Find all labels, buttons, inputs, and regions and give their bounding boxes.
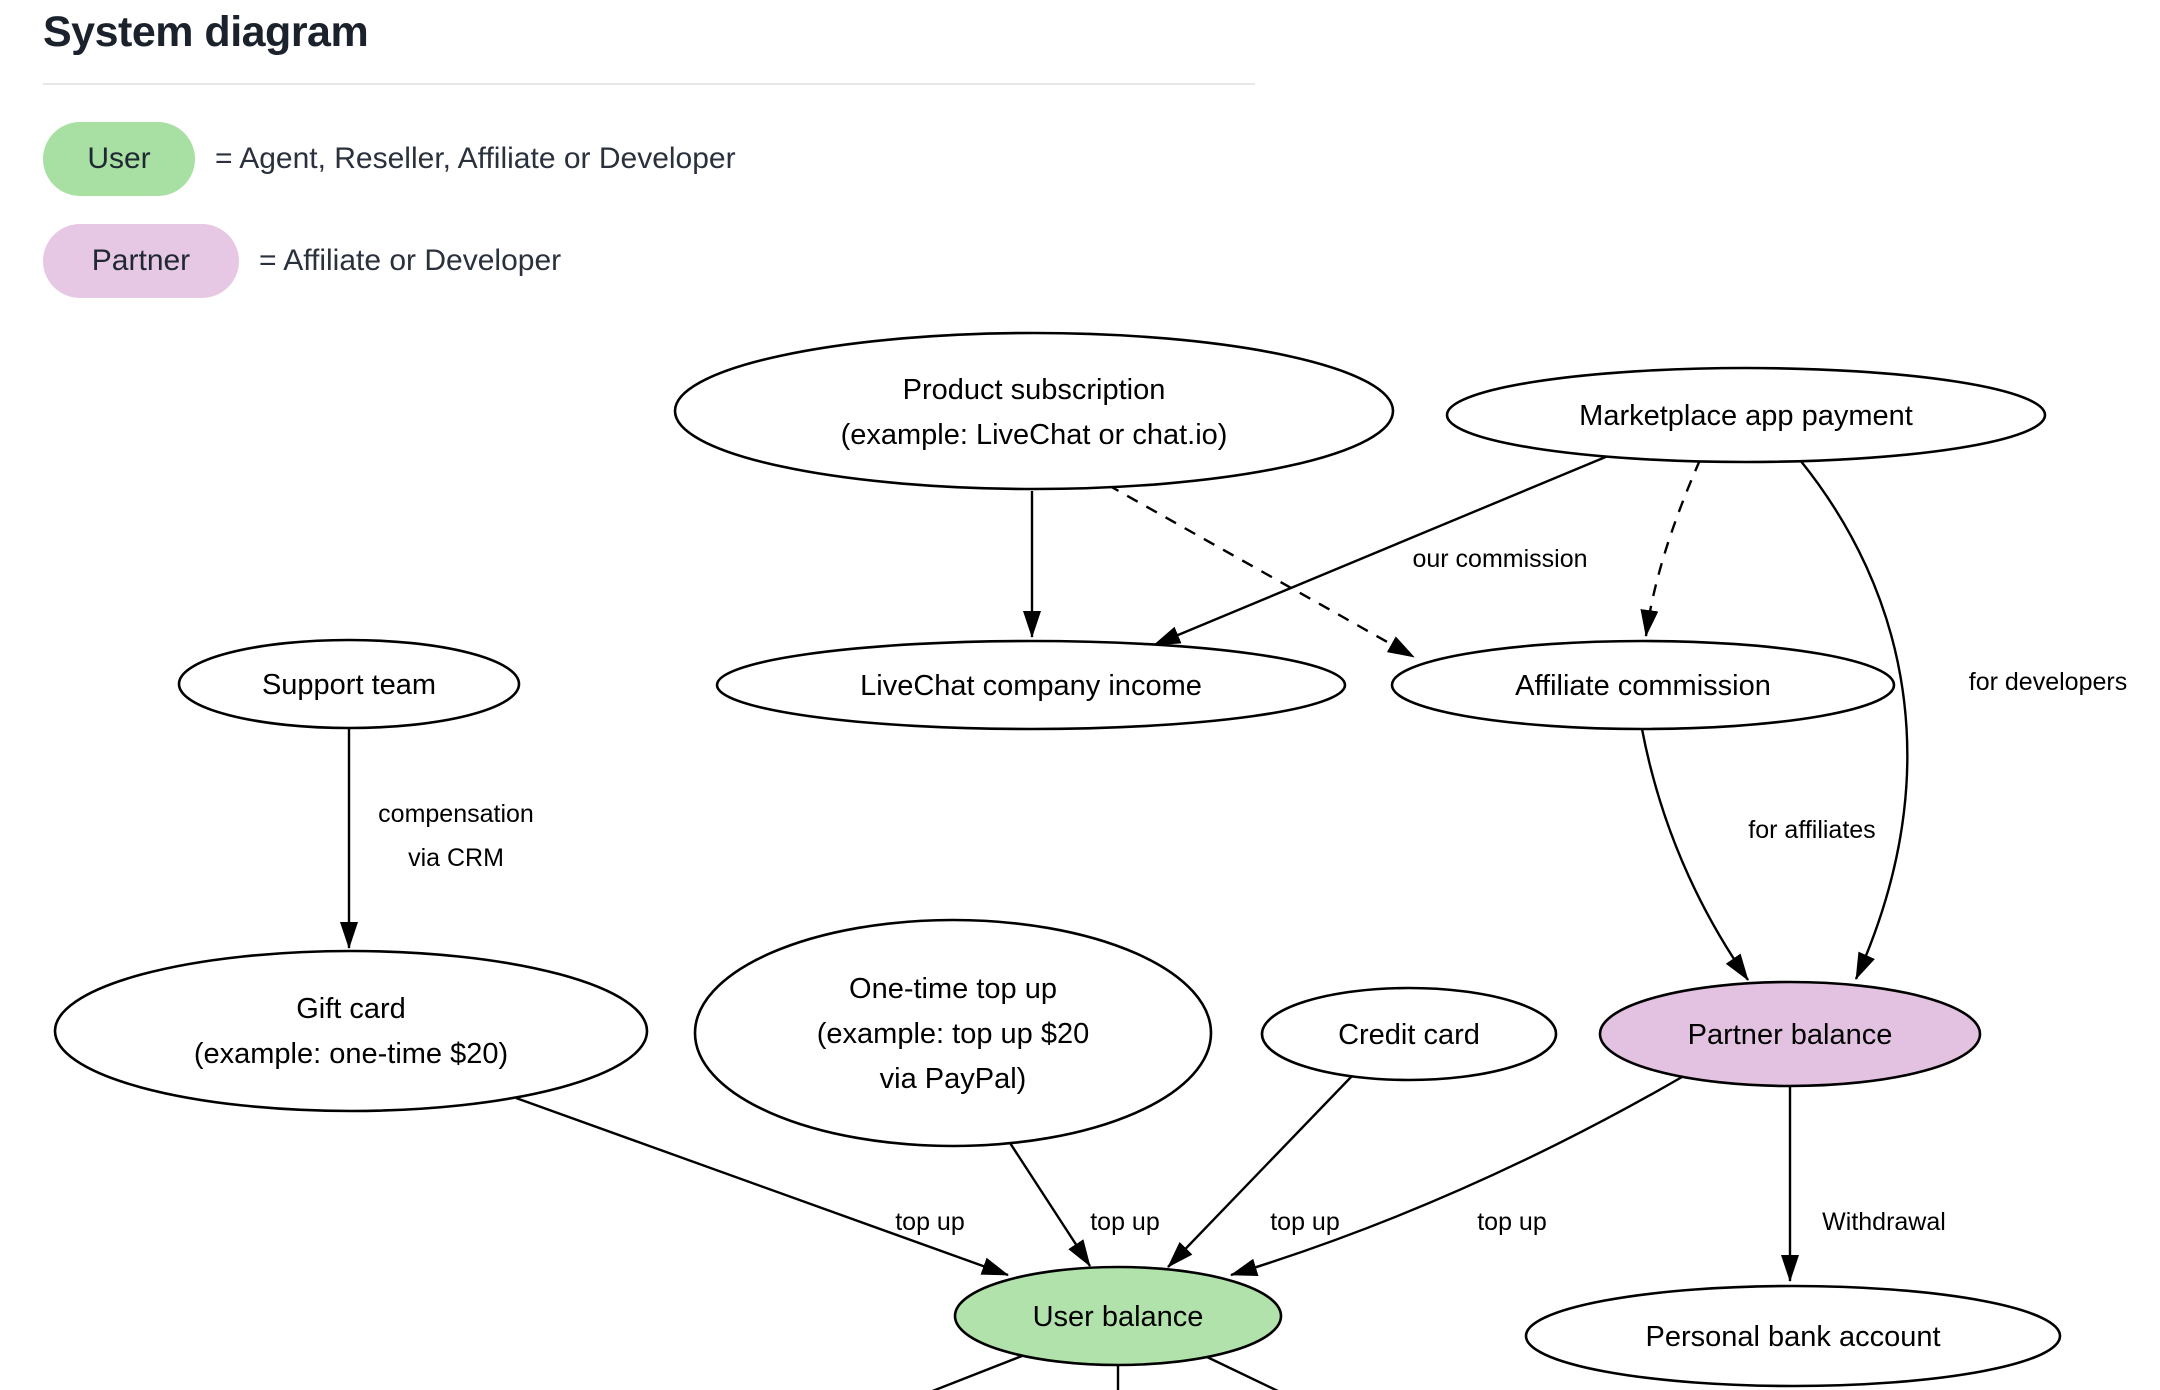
legend-row-user: User = Agent, Reseller, Affiliate or Dev… xyxy=(43,122,736,196)
edge-label-top-up-gift-card: top up xyxy=(895,1208,965,1236)
edge-partner-balance-to-user-balance xyxy=(1230,1075,1683,1277)
edge-user-balance-out-right xyxy=(1206,1355,1279,1390)
edge-product-subscription-to-affiliate-commission xyxy=(1107,483,1415,659)
edge-label-for-developers: for developers xyxy=(1969,668,2127,696)
node-one-time-top-up-line3: via PayPal) xyxy=(880,1063,1027,1095)
node-marketplace-app-payment: Marketplace app payment xyxy=(1445,366,2047,464)
node-support-team-label: Support team xyxy=(262,669,436,701)
edge-marketplace-to-affiliate-commission xyxy=(1640,459,1702,637)
edge-label-for-affiliates: for affiliates xyxy=(1748,816,1875,844)
node-gift-card: Gift card (example: one-time $20) xyxy=(53,949,649,1113)
edge-one-time-top-up-to-user-balance xyxy=(1008,1142,1092,1267)
node-personal-bank-account-label: Personal bank account xyxy=(1645,1321,1940,1353)
legend-badge-user: User xyxy=(43,122,195,196)
node-one-time-top-up: One-time top up (example: top up $20 via… xyxy=(693,918,1213,1148)
node-user-balance-label: User balance xyxy=(1033,1301,1204,1333)
node-affiliate-commission: Affiliate commission xyxy=(1390,639,1896,731)
node-personal-bank-account: Personal bank account xyxy=(1524,1284,2062,1388)
edge-label-top-up-partner-balance: top up xyxy=(1477,1208,1547,1236)
edge-label-top-up-credit-card: top up xyxy=(1270,1208,1340,1236)
node-one-time-top-up-line2: (example: top up $20 xyxy=(817,1018,1089,1050)
node-credit-card-label: Credit card xyxy=(1338,1019,1480,1051)
node-livechat-company-income-label: LiveChat company income xyxy=(860,670,1202,702)
edge-label-via-crm: via CRM xyxy=(408,844,504,872)
node-product-subscription-line1: Product subscription xyxy=(903,374,1166,406)
edge-affiliate-commission-to-partner-balance xyxy=(1640,728,1749,981)
edge-user-balance-out-left xyxy=(931,1354,1023,1390)
node-support-team: Support team xyxy=(177,638,521,730)
legend-description-partner: = Affiliate or Developer xyxy=(259,244,562,277)
node-gift-card-line2: (example: one-time $20) xyxy=(194,1038,508,1070)
edge-label-top-up-one-time: top up xyxy=(1090,1208,1160,1236)
edge-label-compensation: compensation xyxy=(378,800,534,828)
node-user-balance: User balance xyxy=(953,1265,1283,1367)
node-partner-balance-label: Partner balance xyxy=(1688,1019,1893,1051)
node-affiliate-commission-label: Affiliate commission xyxy=(1515,670,1771,702)
node-marketplace-app-payment-label: Marketplace app payment xyxy=(1579,400,1913,432)
node-livechat-company-income: LiveChat company income xyxy=(715,639,1347,731)
legend-row-partner: Partner = Affiliate or Developer xyxy=(43,224,561,298)
edge-marketplace-to-livechat-income xyxy=(1153,454,1609,647)
edge-label-our-commission: our commission xyxy=(1412,545,1587,573)
node-one-time-top-up-line1: One-time top up xyxy=(849,973,1057,1005)
title-divider xyxy=(43,83,1255,85)
legend-badge-partner: Partner xyxy=(43,224,239,298)
node-product-subscription: Product subscription (example: LiveChat … xyxy=(673,331,1395,491)
node-credit-card: Credit card xyxy=(1260,986,1558,1082)
edge-marketplace-to-partner-balance xyxy=(1799,459,1909,980)
edge-credit-card-to-user-balance xyxy=(1167,1075,1353,1268)
legend-description-user: = Agent, Reseller, Affiliate or Develope… xyxy=(215,142,736,175)
page-title: System diagram xyxy=(43,8,369,56)
edge-label-withdrawal: Withdrawal xyxy=(1822,1208,1946,1236)
node-product-subscription-line2: (example: LiveChat or chat.io) xyxy=(841,419,1228,451)
node-gift-card-line1: Gift card xyxy=(296,993,406,1025)
node-partner-balance: Partner balance xyxy=(1598,980,1982,1088)
edge-gift-card-to-user-balance xyxy=(515,1096,1009,1277)
